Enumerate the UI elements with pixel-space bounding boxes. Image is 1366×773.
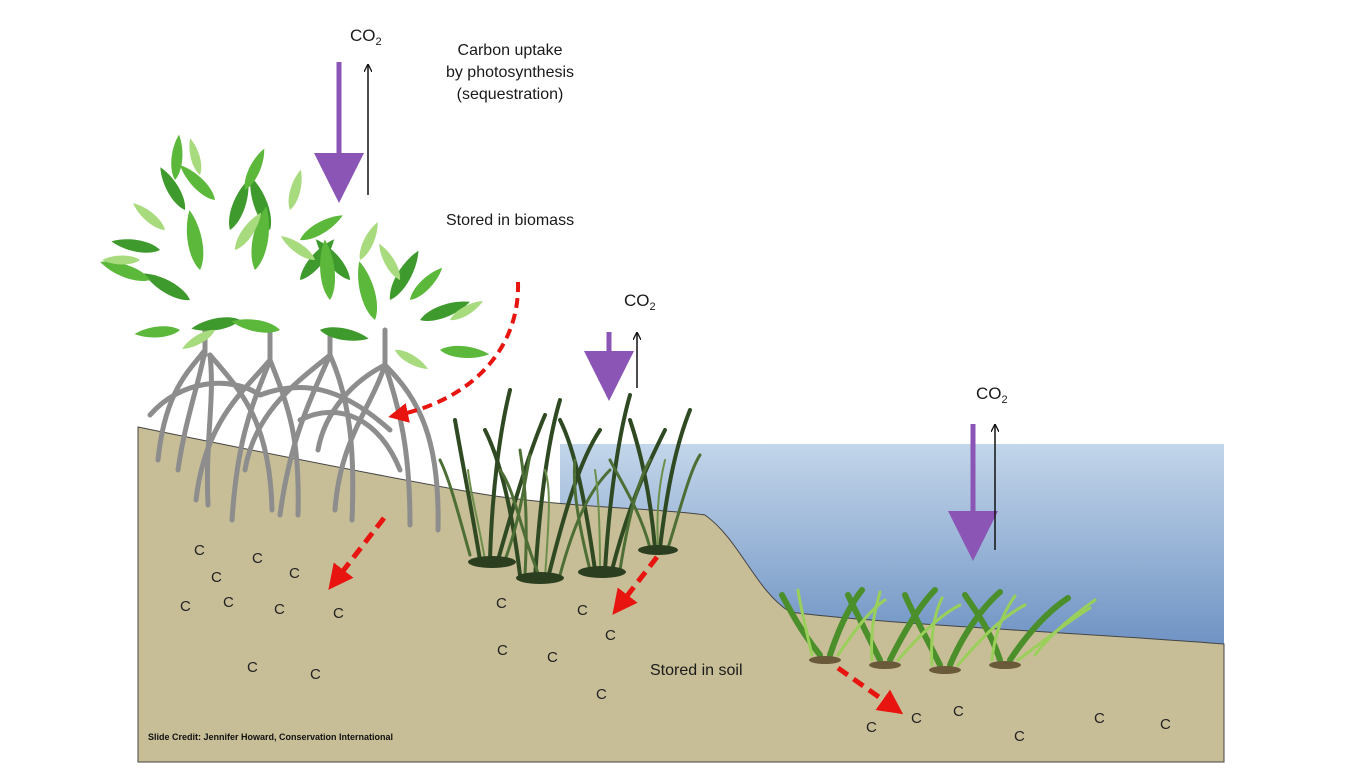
stored-in-soil-label: Stored in soil — [650, 662, 743, 679]
carbon-marker: C — [333, 605, 344, 622]
mangrove-tree-icon — [97, 134, 490, 373]
carbon-marker: C — [497, 642, 508, 659]
carbon-marker: C — [289, 565, 300, 582]
carbon-marker: C — [577, 602, 588, 619]
carbon-marker: C — [496, 595, 507, 612]
carbon-marker: C — [211, 569, 222, 586]
carbon-uptake-caption: Carbon uptake by photosynthesis (sequest… — [430, 40, 590, 106]
carbon-marker: C — [252, 550, 263, 567]
co2-label-marsh: CO2 — [624, 291, 656, 313]
mangrove-roots — [147, 327, 441, 533]
co2-label-seagrass: CO2 — [976, 384, 1008, 406]
carbon-marker: C — [180, 598, 191, 615]
uptake-line-3: (sequestration) — [456, 86, 564, 103]
carbon-marker: C — [911, 710, 922, 727]
carbon-marker: C — [866, 719, 877, 736]
carbon-marker: C — [247, 659, 258, 676]
co2-label-mangrove: CO2 — [350, 26, 382, 48]
carbon-marker: C — [310, 666, 321, 683]
carbon-marker: C — [194, 542, 205, 559]
carbon-marker: C — [274, 601, 285, 618]
carbon-marker: C — [596, 686, 607, 703]
biomass-to-root-arrow — [388, 281, 521, 423]
seagrass-soil-arrow — [836, 665, 904, 715]
carbon-marker: C — [1094, 710, 1105, 727]
carbon-marker: C — [223, 594, 234, 611]
carbon-marker: C — [953, 703, 964, 720]
uptake-line-1: Carbon uptake — [457, 42, 563, 59]
stored-in-biomass-label: Stored in biomass — [446, 212, 575, 229]
seagrass-icon — [779, 587, 1097, 674]
mangrove-soil-arrow — [328, 516, 386, 590]
marsh-soil-arrow — [612, 555, 659, 615]
uptake-line-2: by photosynthesis — [445, 64, 575, 81]
carbon-marker: C — [1160, 716, 1171, 733]
carbon-marker: C — [1014, 728, 1025, 745]
salt-marsh-grass-icon — [438, 388, 702, 584]
slide-credit: Slide Credit: Jennifer Howard, Conservat… — [148, 732, 394, 742]
carbon-marker: C — [605, 627, 616, 644]
carbon-marker: C — [547, 649, 558, 666]
